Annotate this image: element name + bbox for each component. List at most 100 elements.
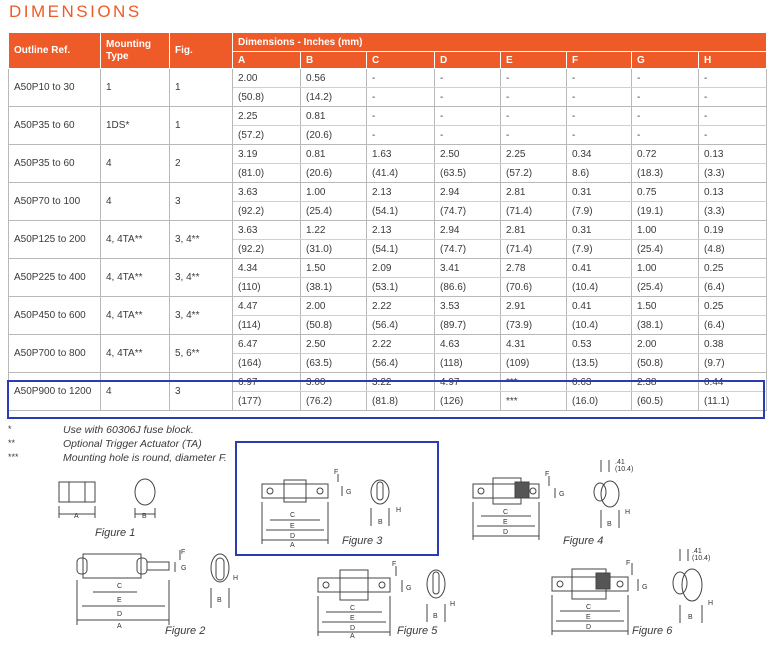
dim-inch-cell: 2.22 [366,296,435,316]
svg-text:A: A [350,633,355,638]
fig-cell: 1 [169,68,233,107]
dim-mm-cell: (25.4) [300,201,367,221]
outline-ref-cell: A50P700 to 800 [8,334,101,373]
dim-mm-cell: (118) [434,353,501,373]
dim-mm-cell: - [500,87,567,107]
dimensions-table: Outline Ref. Mounting Type Fig. Dimensio… [8,32,768,411]
footnote-mark: ** [8,438,16,448]
dim-mm-cell: (54.1) [366,239,435,259]
header-outline-ref: Outline Ref. [8,32,101,69]
header-dimensions: Dimensions - Inches (mm) [231,32,768,52]
footnote-text: Use with 60306J fuse block. [63,424,194,436]
dim-inch-cell: 0.38 [697,334,768,354]
dim-inch-cell: 1.50 [631,296,699,316]
figure-3-highlight-box [235,441,439,556]
dim-mm-cell: - [566,87,632,107]
figure-3-caption: Figure 3 [342,535,383,547]
dim-inch-cell: 2.94 [434,220,501,240]
header-col-h: H [697,51,768,69]
dim-mm-cell: - [434,125,501,145]
outline-ref-cell: A50P900 to 1200 [8,372,101,411]
header-col-a: A [232,51,301,69]
dim-inch-cell: 2.25 [500,144,567,164]
dim-mm-cell: 8.6) [566,163,632,183]
dim-inch-cell: 4.47 [232,296,301,316]
mounting-type-cell: 4 [100,182,170,221]
dim-inch-cell: 2.81 [500,220,567,240]
dim-mm-cell: (14.2) [300,87,367,107]
header-col-g: G [631,51,699,69]
dim-mm-cell: (4.8) [697,239,768,259]
svg-text:B: B [217,597,222,604]
fig-cell: 1 [169,106,233,145]
dim-inch-cell: 4.34 [232,258,301,278]
dim-inch-cell: 2.81 [500,182,567,202]
section-title: DIMENSIONS [9,2,142,21]
dim-inch-cell: - [631,106,699,126]
header-col-b: B [300,51,367,69]
fig-cell: 3 [169,182,233,221]
dim-mm-cell: (63.5) [300,353,367,373]
dim-mm-cell: - [434,87,501,107]
figure-1-drawing: A B [58,478,156,520]
dim-mm-cell: - [631,87,699,107]
dim-inch-cell: 1.00 [631,258,699,278]
svg-text:D: D [117,611,122,618]
mounting-type-cell: 4, 4TA** [100,220,170,259]
dim-mm-cell: (50.8) [631,353,699,373]
dim-inch-cell: 0.13 [697,182,768,202]
dim-mm-cell: (92.2) [232,201,301,221]
dim-mm-cell: - [566,125,632,145]
dim-mm-cell: (63.5) [434,163,501,183]
svg-text:E: E [290,523,295,530]
svg-text:G: G [642,584,647,591]
footnote-mark: * [8,424,12,434]
dim-inch-cell: 0.53 [566,334,632,354]
svg-text:F: F [626,560,630,567]
dim-mm-cell: (164) [232,353,301,373]
figure-6-dim-inch: .41 [692,548,702,555]
dim-inch-cell: 2.94 [434,182,501,202]
svg-text:F: F [181,549,185,556]
dim-inch-cell: 1.50 [300,258,367,278]
dim-mm-cell: (25.4) [631,239,699,259]
dim-mm-cell: (74.7) [434,201,501,221]
dim-inch-cell: 0.75 [631,182,699,202]
header-mounting-type: Mounting Type [100,32,170,69]
fig-cell: 2 [169,144,233,183]
svg-text:B: B [378,519,383,526]
dim-mm-cell: (6.4) [697,277,768,297]
dim-mm-cell: (6.4) [697,315,768,335]
svg-text:D: D [290,533,295,540]
dim-mm-cell: (74.7) [434,239,501,259]
mounting-type-cell: 1DS* [100,106,170,145]
dim-inch-cell: 4.63 [434,334,501,354]
figure-6-dim-mm: (10.4) [692,555,710,562]
dim-mm-cell: (57.2) [500,163,567,183]
fig-cell: 3, 4** [169,258,233,297]
dim-mm-cell: (38.1) [631,315,699,335]
svg-text:C: C [350,605,355,612]
header-fig: Fig. [169,32,233,69]
dim-mm-cell: (38.1) [300,277,367,297]
dim-inch-cell: 0.25 [697,258,768,278]
table-row: (92.2)(31.0)(54.1)(74.7)(71.4)(7.9)(25.4… [9,239,768,259]
table-row: (177)(76.2)(81.8)(126)***(16.0)(60.5)(11… [9,391,768,411]
header-col-d: D [434,51,501,69]
outline-ref-cell: A50P225 to 400 [8,258,101,297]
svg-text:E: E [503,519,508,526]
svg-text:G: G [406,585,411,592]
footnote-text: Mounting hole is round, diameter F. [63,452,227,464]
dim-inch-cell: - [434,106,501,126]
dim-inch-cell: - [500,106,567,126]
dim-inch-cell: 2.25 [232,106,301,126]
dim-mm-cell: (13.5) [566,353,632,373]
outline-ref-cell: A50P450 to 600 [8,296,101,335]
dim-inch-cell: 2.00 [631,334,699,354]
dim-mm-cell: (7.9) [566,239,632,259]
dim-inch-cell: 0.81 [300,144,367,164]
dim-inch-cell: 0.34 [566,144,632,164]
